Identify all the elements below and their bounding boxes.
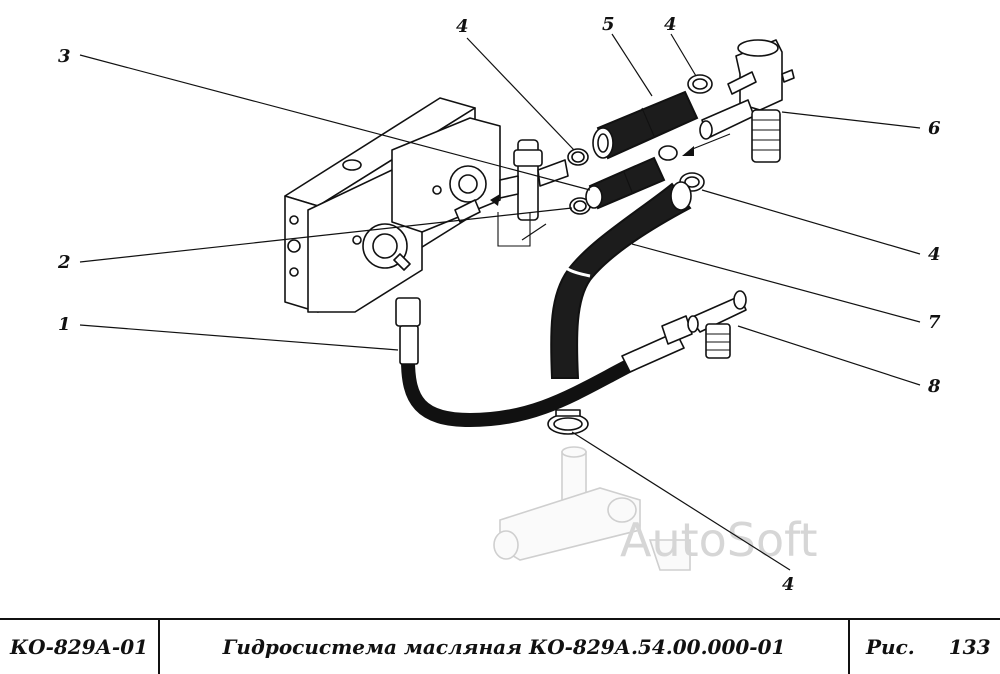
tee-fitting-icon [687, 290, 747, 359]
hose-3-icon [585, 156, 666, 210]
watermark: AutoSoft [620, 513, 818, 567]
gear-pump-block-icon [284, 97, 501, 313]
drawing-code: КО-829А-01 [0, 620, 160, 674]
callout-4: 4 [782, 574, 795, 595]
hose-7-icon [550, 181, 692, 379]
elbow-fitting-icon [699, 39, 795, 163]
callout-3: 3 [58, 46, 71, 67]
leader-lines [79, 33, 921, 571]
callout-1: 1 [58, 314, 71, 335]
title-block: КО-829А-01 Гидросистема масляная КО-829А… [0, 618, 1000, 674]
callout-8: 8 [927, 376, 941, 397]
ghost-tee-fitting-icon [493, 446, 691, 571]
callout-4: 4 [928, 244, 941, 265]
center-tee-fitting-icon [499, 139, 569, 221]
hose-clamp-icon [567, 148, 591, 215]
flow-arrows [490, 133, 731, 247]
callout-5: 5 [602, 14, 615, 35]
figure-number: Рис. 133 [850, 620, 1000, 674]
hose-5-icon [592, 90, 699, 160]
pressure-hose-1-icon [395, 297, 693, 428]
hydraulic-system-diagram: AutoSoft [57, 14, 941, 595]
callout-4: 4 [456, 16, 469, 37]
hose-clamp-icon [547, 409, 589, 435]
callout-2: 2 [57, 252, 71, 273]
figure-label: Рис. [866, 635, 915, 659]
drawing-title: Гидросистема масляная КО-829А.54.00.000-… [160, 620, 850, 674]
callout-7: 7 [928, 312, 941, 333]
callout-4: 4 [664, 14, 677, 35]
callout-6: 6 [928, 118, 941, 139]
figure-number-value: 133 [948, 635, 991, 659]
hose-clamp-icon [658, 74, 713, 192]
